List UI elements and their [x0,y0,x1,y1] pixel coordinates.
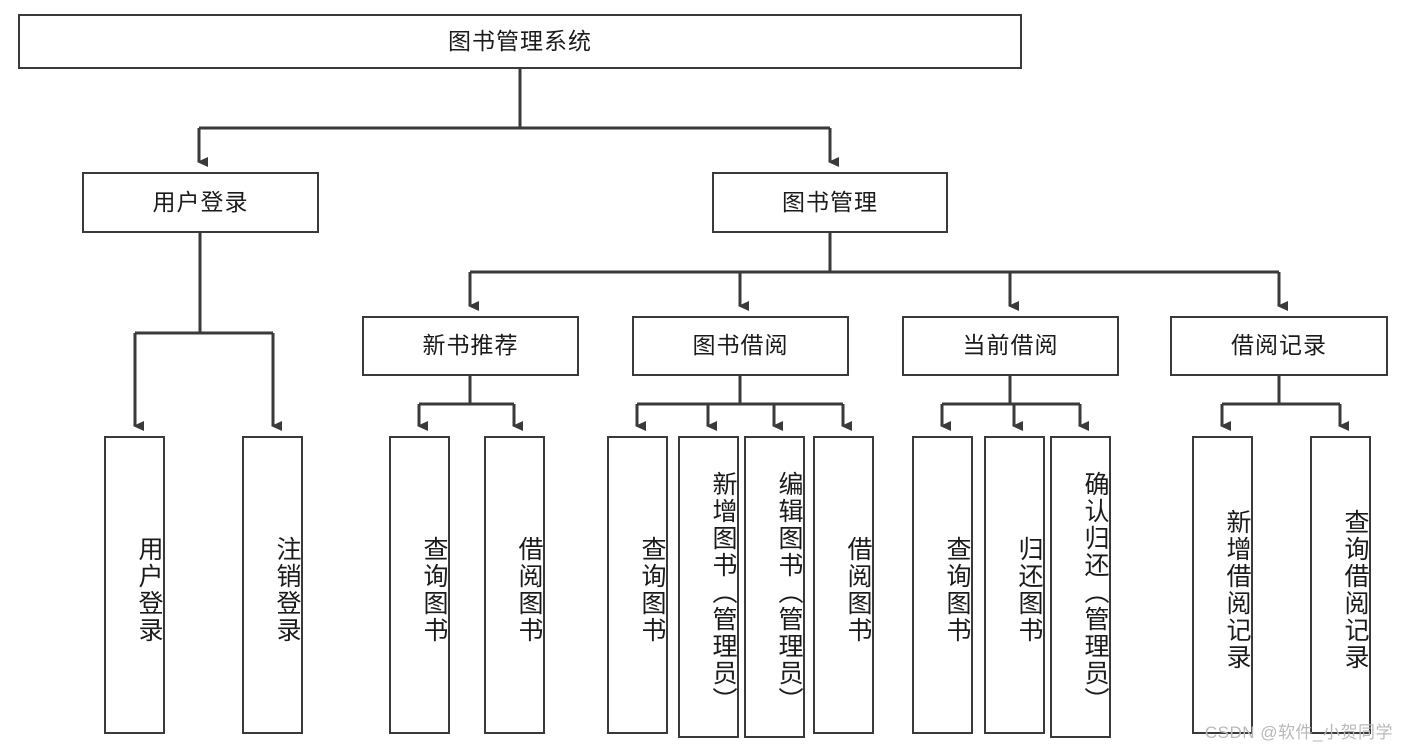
node-leaf-add-book-admin[interactable]: 新增图书（管理员） [678,436,739,738]
node-label: 查询图书 [420,536,448,644]
node-borrow-record[interactable]: 借阅记录 [1170,316,1388,376]
node-label: 查询图书 [638,536,666,644]
node-book-borrow[interactable]: 图书借阅 [632,316,849,376]
node-label: 借阅记录 [1231,332,1327,359]
node-label: 图书管理 [782,188,878,215]
node-label: 图书借阅 [692,332,789,359]
node-label: 新增图书（管理员） [709,470,737,714]
node-label: 编辑图书（管理员） [775,470,803,714]
node-leaf-query-books-borrow[interactable]: 查询图书 [607,436,668,734]
node-label: 用户登录 [135,536,163,644]
node-label: 新书推荐 [422,332,519,359]
node-label: 查询借阅记录 [1341,509,1369,671]
node-label: 新增借阅记录 [1223,509,1251,671]
node-leaf-logout-login[interactable]: 注销登录 [242,436,303,734]
node-label: 注销登录 [273,536,301,644]
node-leaf-edit-book-admin[interactable]: 编辑图书（管理员） [744,436,805,738]
node-label: 确认归还（管理员） [1081,470,1109,714]
node-user-login[interactable]: 用户登录 [82,172,319,233]
node-label: 当前借阅 [962,332,1059,359]
node-label: 图书管理系统 [448,27,592,54]
node-label: 归还图书 [1015,536,1043,644]
node-leaf-user-login[interactable]: 用户登录 [104,436,165,734]
node-label: 查询图书 [943,536,971,644]
node-current-borrow[interactable]: 当前借阅 [902,316,1119,376]
node-leaf-borrow-books-borrow[interactable]: 借阅图书 [813,436,874,734]
node-leaf-borrow-books-recommend[interactable]: 借阅图书 [484,436,545,734]
node-leaf-query-borrow-record[interactable]: 查询借阅记录 [1310,436,1371,734]
node-leaf-return-books[interactable]: 归还图书 [984,436,1045,734]
node-leaf-add-borrow-record[interactable]: 新增借阅记录 [1192,436,1253,734]
watermark-text: CSDN @软件_小贺同学 [1204,723,1393,742]
node-leaf-query-books-current[interactable]: 查询图书 [912,436,973,734]
node-book-management[interactable]: 图书管理 [712,172,948,233]
node-leaf-query-books-recommend[interactable]: 查询图书 [389,436,450,734]
node-leaf-confirm-return-admin[interactable]: 确认归还（管理员） [1050,436,1111,738]
node-label: 借阅图书 [515,536,543,644]
node-label: 用户登录 [152,188,249,215]
node-label: 借阅图书 [844,536,872,644]
node-book-management-system[interactable]: 图书管理系统 [18,14,1022,69]
node-new-book-recommend[interactable]: 新书推荐 [362,316,579,376]
